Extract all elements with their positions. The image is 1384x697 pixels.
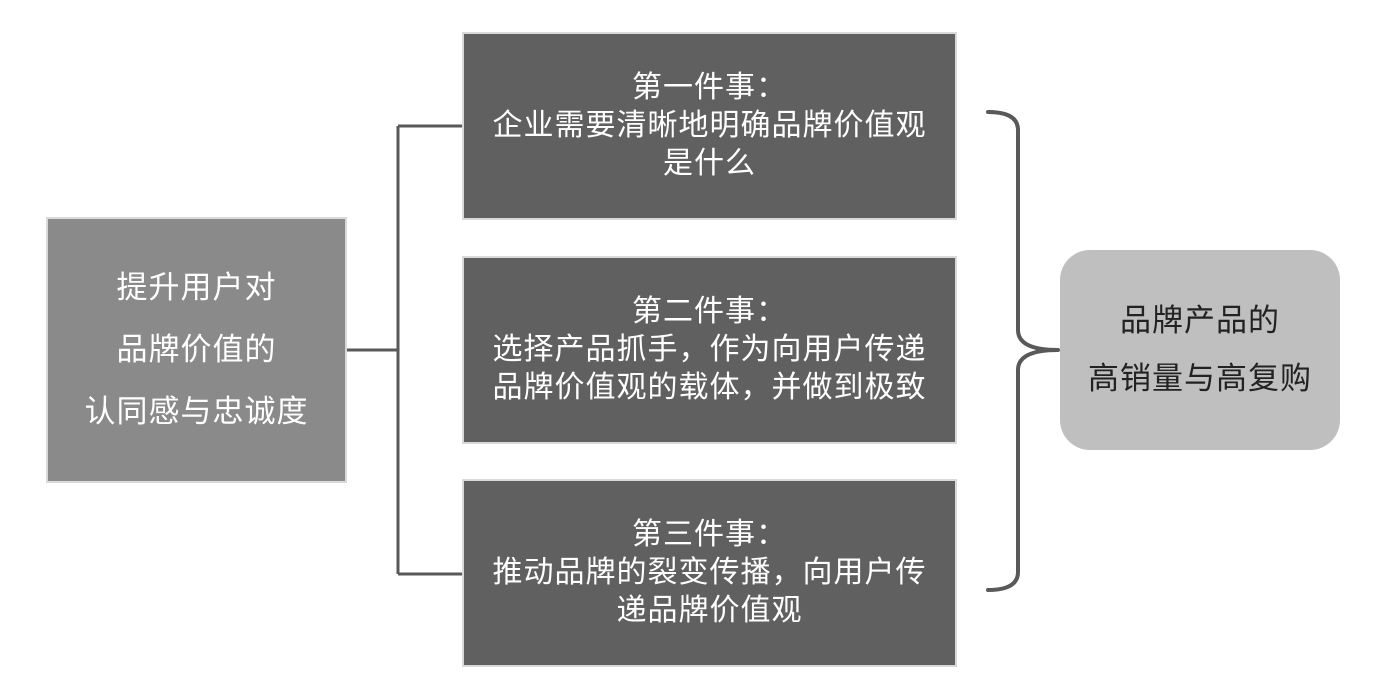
- task-3-line-3: 递品牌价值观: [616, 593, 803, 628]
- task-box-1: 第一件事： 企业需要清晰地明确品牌价值观 是什么: [462, 32, 957, 220]
- result-line-2: 高销量与高复购: [1088, 361, 1312, 397]
- goal-box: 提升用户对 品牌价值的 认同感与忠诚度: [46, 217, 347, 483]
- task-3-line-1: 第三件事：: [632, 517, 787, 552]
- goal-line-1: 提升用户对: [116, 270, 277, 306]
- goal-line-3: 认同感与忠诚度: [84, 394, 309, 430]
- task-box-2: 第二件事： 选择产品抓手，作为向用户传递 品牌价值观的载体，并做到极致: [462, 256, 957, 444]
- task-1-line-1: 第一件事：: [632, 70, 787, 105]
- task-2-line-3: 品牌价值观的载体，并做到极致: [492, 370, 927, 405]
- right-bracket: [986, 110, 1060, 592]
- task-3-line-2: 推动品牌的裂变传播，向用户传: [492, 555, 927, 590]
- result-line-1: 品牌产品的: [1120, 303, 1280, 339]
- task-1-line-2: 企业需要清晰地明确品牌价值观: [492, 108, 927, 143]
- task-1-line-3: 是什么: [663, 146, 756, 181]
- result-box: 品牌产品的 高销量与高复购: [1060, 250, 1340, 450]
- task-2-line-1: 第二件事：: [632, 294, 787, 329]
- goal-line-2: 品牌价值的: [116, 332, 277, 368]
- task-box-3: 第三件事： 推动品牌的裂变传播，向用户传 递品牌价值观: [462, 479, 957, 667]
- task-2-line-2: 选择产品抓手，作为向用户传递: [492, 332, 927, 367]
